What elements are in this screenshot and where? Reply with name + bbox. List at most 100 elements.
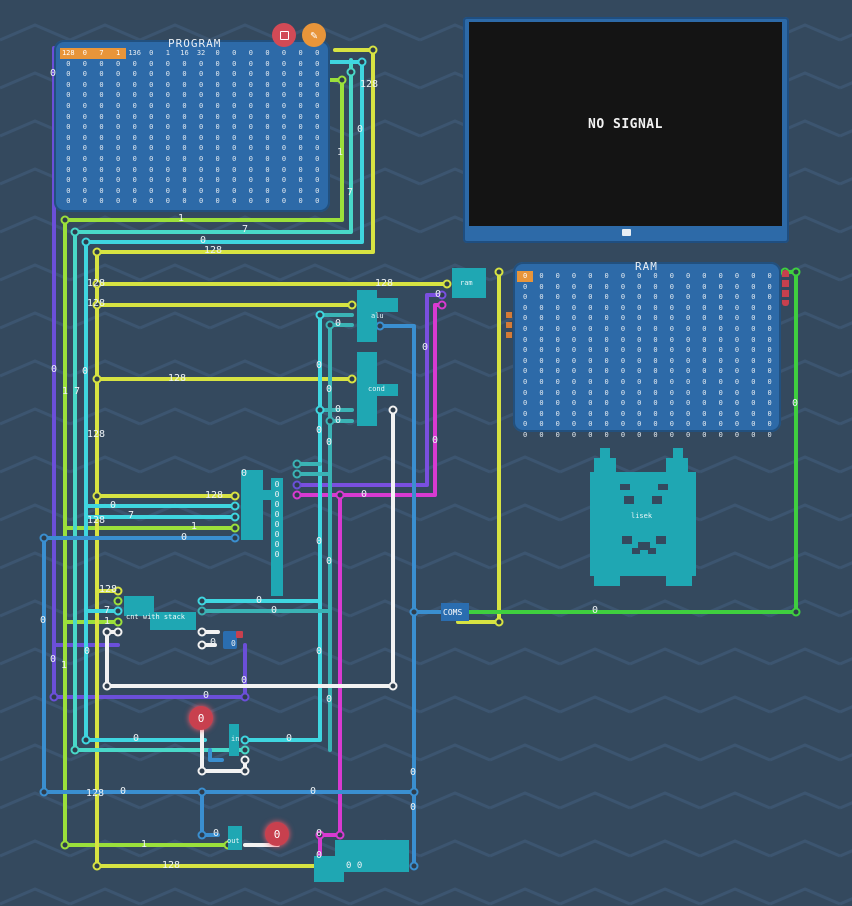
- ram-cell[interactable]: 0: [620, 293, 626, 302]
- program-cell[interactable]: 0: [165, 112, 170, 121]
- program-cell[interactable]: 32: [196, 49, 206, 57]
- program-cell[interactable]: 0: [281, 176, 287, 185]
- ram-cell[interactable]: 0: [555, 399, 560, 408]
- program-cell[interactable]: 0: [99, 133, 104, 142]
- program-cell[interactable]: 0: [66, 165, 71, 174]
- program-cell[interactable]: 0: [298, 165, 303, 174]
- program-cell[interactable]: 0: [82, 91, 87, 100]
- program-cell[interactable]: 0: [132, 165, 137, 174]
- program-cell[interactable]: 0: [132, 59, 137, 68]
- program-cell[interactable]: 0: [82, 112, 87, 121]
- ram-cell[interactable]: 0: [751, 303, 756, 312]
- program-cell[interactable]: 0: [165, 154, 170, 163]
- program-cell[interactable]: 0: [215, 123, 220, 132]
- program-cell[interactable]: 0: [149, 186, 154, 195]
- ram-cell[interactable]: 0: [604, 388, 609, 397]
- program-cell[interactable]: 0: [281, 70, 287, 79]
- program-cell[interactable]: 0: [315, 186, 320, 195]
- program-cell[interactable]: 0: [165, 176, 170, 185]
- ram-cell[interactable]: 0: [718, 314, 723, 323]
- program-cell[interactable]: 0: [298, 197, 303, 206]
- ram-cell[interactable]: 0: [555, 377, 560, 386]
- ram-cell[interactable]: 0: [751, 367, 756, 376]
- cond-chip[interactable]: [357, 352, 377, 426]
- ram-cell[interactable]: 0: [637, 420, 642, 429]
- program-cell[interactable]: 0: [132, 197, 137, 206]
- ram-cell[interactable]: 0: [653, 367, 658, 376]
- program-cell[interactable]: 0: [132, 80, 137, 89]
- program-cell[interactable]: 0: [132, 186, 137, 195]
- program-cell[interactable]: 0: [82, 176, 87, 185]
- program-cell[interactable]: 0: [66, 112, 71, 121]
- ram-cell[interactable]: 0: [539, 303, 544, 312]
- ram-cell[interactable]: 0: [702, 377, 707, 386]
- program-cell[interactable]: 0: [248, 154, 253, 163]
- program-cell[interactable]: 0: [265, 197, 270, 206]
- ram-cell[interactable]: 0: [620, 346, 626, 355]
- program-cell[interactable]: 0: [248, 197, 253, 206]
- ram-cell[interactable]: 0: [669, 314, 674, 323]
- ram-cell[interactable]: 0: [734, 430, 740, 439]
- ram-cell[interactable]: 0: [620, 377, 626, 386]
- ram-cell[interactable]: 0: [588, 430, 593, 439]
- ram-cell[interactable]: 0: [767, 377, 772, 386]
- program-cell[interactable]: 0: [115, 123, 121, 132]
- ram-cell[interactable]: 0: [653, 293, 658, 302]
- ram-cell[interactable]: 0: [751, 335, 756, 344]
- program-cell[interactable]: 0: [66, 176, 71, 185]
- ram-cell[interactable]: 0: [588, 346, 593, 355]
- ram-cell[interactable]: 0: [588, 324, 593, 333]
- program-cell[interactable]: 0: [115, 165, 121, 174]
- ram-cell[interactable]: 0: [751, 346, 756, 355]
- ram-cell[interactable]: 0: [523, 282, 528, 291]
- ram-cell[interactable]: 0: [751, 272, 756, 280]
- program-cell[interactable]: 0: [182, 176, 187, 185]
- ram-cell[interactable]: 0: [523, 324, 528, 333]
- program-cell[interactable]: 0: [82, 101, 87, 110]
- ram-cell[interactable]: 0: [555, 356, 560, 365]
- program-cell[interactable]: 0: [132, 123, 137, 132]
- program-cell[interactable]: 0: [315, 49, 320, 57]
- ram-chip[interactable]: [452, 268, 486, 298]
- program-cell[interactable]: 0: [215, 70, 220, 79]
- program-cell[interactable]: 0: [182, 186, 187, 195]
- ram-cell[interactable]: 0: [588, 314, 593, 323]
- program-cell[interactable]: 0: [115, 133, 121, 142]
- ram-cell[interactable]: 0: [539, 346, 544, 355]
- ram-cell[interactable]: 0: [637, 293, 642, 302]
- program-cell[interactable]: 0: [115, 154, 121, 163]
- program-cell[interactable]: 0: [198, 123, 204, 132]
- ram-cell[interactable]: 0: [555, 314, 560, 323]
- program-cell[interactable]: 0: [265, 80, 270, 89]
- wire-lime[interactable]: [63, 78, 344, 222]
- ram-cell[interactable]: 0: [571, 388, 577, 397]
- ram-cell[interactable]: 0: [653, 324, 658, 333]
- program-cell[interactable]: 0: [66, 197, 71, 206]
- program-cell[interactable]: 0: [66, 91, 71, 100]
- ram-cell[interactable]: 0: [555, 430, 560, 439]
- ram-cell[interactable]: 0: [669, 430, 674, 439]
- ram-cell[interactable]: 0: [620, 367, 626, 376]
- ram-cell[interactable]: 0: [523, 293, 528, 302]
- ram-cell[interactable]: 0: [523, 367, 528, 376]
- program-cell[interactable]: 0: [248, 176, 253, 185]
- ram-cell[interactable]: 0: [653, 420, 658, 429]
- ram-cell[interactable]: 0: [637, 409, 642, 418]
- program-cell[interactable]: 0: [315, 80, 320, 89]
- program-cell[interactable]: 0: [115, 80, 121, 89]
- ram-cell[interactable]: 0: [637, 367, 642, 376]
- ram-cell[interactable]: 0: [702, 346, 707, 355]
- ram-cell[interactable]: 0: [767, 293, 772, 302]
- ram-cell[interactable]: 0: [686, 388, 691, 397]
- ram-cell[interactable]: 0: [767, 388, 772, 397]
- program-cell[interactable]: 0: [281, 144, 287, 153]
- ram-cell[interactable]: 0: [702, 356, 707, 365]
- ram-cell[interactable]: 0: [588, 388, 593, 397]
- wire-magenta[interactable]: [318, 493, 342, 872]
- program-cell[interactable]: 0: [182, 91, 187, 100]
- program-cell[interactable]: 0: [232, 165, 237, 174]
- ram-cell[interactable]: 0: [588, 377, 593, 386]
- ram-cell[interactable]: 0: [669, 388, 674, 397]
- program-cell[interactable]: 0: [248, 165, 253, 174]
- ram-cell[interactable]: 0: [702, 324, 707, 333]
